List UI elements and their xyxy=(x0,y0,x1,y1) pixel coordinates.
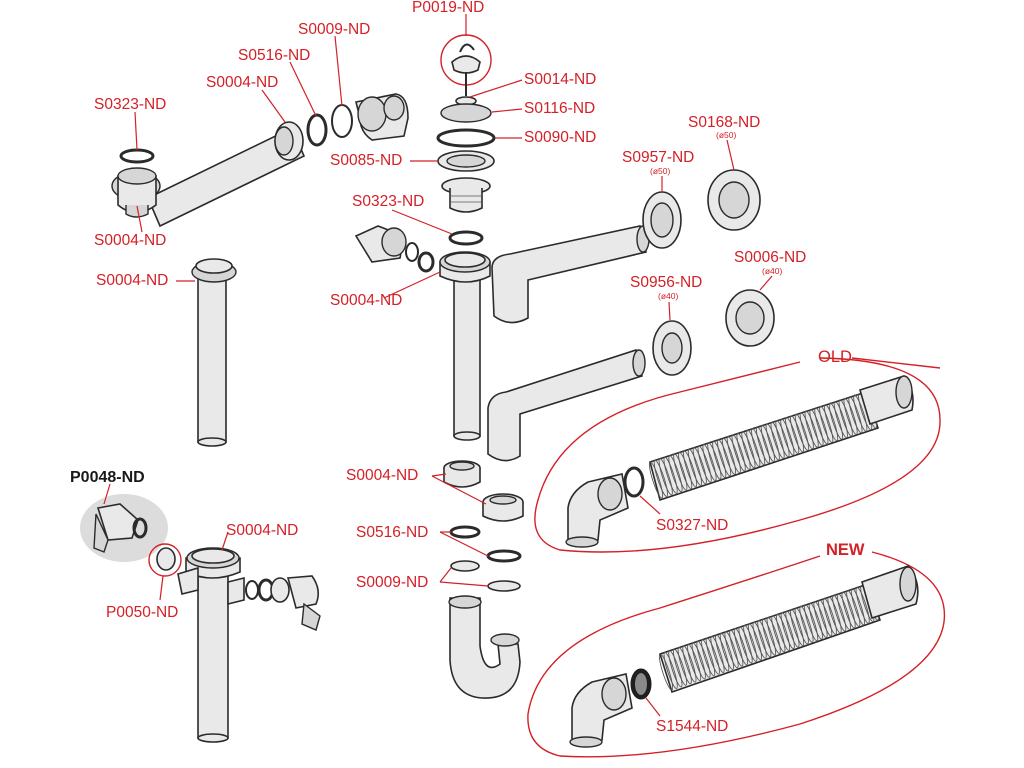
s0085-flange xyxy=(437,150,495,172)
label-s0004-top: S0004-ND xyxy=(206,74,279,91)
group-label-old: OLD xyxy=(818,348,852,366)
new-group-outline xyxy=(527,551,946,758)
s0004-nut-trap-2 xyxy=(482,493,524,522)
center-standpipe xyxy=(439,251,491,441)
label-s0004-bl: S0004-ND xyxy=(226,522,299,539)
overflow-arm-upper xyxy=(491,225,650,324)
label-s0323-left: S0323-ND xyxy=(94,96,167,113)
s0116-grid xyxy=(440,103,492,123)
label-s0168: S0168-ND xyxy=(688,114,761,131)
bottom-left-standpipe xyxy=(177,547,245,743)
old-group-outline xyxy=(534,357,941,553)
label-p0019: P0019-ND xyxy=(412,0,485,16)
s0516-rings-trap xyxy=(449,525,522,563)
old-corrugated-hose xyxy=(648,375,914,502)
new-elbow xyxy=(569,668,652,748)
elbow-top xyxy=(355,93,409,141)
label-p0048: P0048-ND xyxy=(70,469,145,486)
label-s0085: S0085-ND xyxy=(330,152,403,169)
label-s0516-top: S0516-ND xyxy=(238,47,311,64)
p0050-cap xyxy=(148,543,182,577)
label-s0516-trap: S0516-ND xyxy=(356,524,429,541)
strainer-body xyxy=(441,177,491,213)
label-p0050: P0050-ND xyxy=(106,604,179,621)
label-s0004-tube: S0004-ND xyxy=(96,272,169,289)
label-s0004-trap: S0004-ND xyxy=(346,467,419,484)
label-s0004-left: S0004-ND xyxy=(94,232,167,249)
s0323-washer-mid xyxy=(448,230,484,246)
label-s0006-size: (ø40) xyxy=(762,266,783,276)
label-s0004-mid: S0004-ND xyxy=(330,292,403,309)
label-s0957-size: (ø50) xyxy=(650,166,671,176)
s0168-cover xyxy=(707,169,761,231)
label-s0168-size: (ø50) xyxy=(716,130,737,140)
p0019-plug xyxy=(440,34,492,96)
bottom-left-side-connector xyxy=(245,575,321,631)
s0957-rosette xyxy=(642,191,682,249)
left-vertical-tube xyxy=(191,258,237,447)
label-s0009-trap: S0009-ND xyxy=(356,574,429,591)
label-s0006: S0006-ND xyxy=(734,249,807,266)
s0009-rings-trap xyxy=(450,560,521,592)
label-s0956-size: (ø40) xyxy=(658,291,679,301)
s0009-ring-top xyxy=(331,104,353,138)
s0006-cover xyxy=(725,289,775,347)
label-s0090: S0090-ND xyxy=(524,129,597,146)
label-s1544: S1544-ND xyxy=(656,718,729,735)
old-elbow xyxy=(565,466,645,548)
label-s0323-mid: S0323-ND xyxy=(352,193,425,210)
s0004-nut-trap-1 xyxy=(443,460,481,488)
leader-lines xyxy=(103,14,773,717)
s0090-washer xyxy=(436,128,496,148)
s0516-ring-top xyxy=(306,113,328,147)
label-s0956: S0956-ND xyxy=(630,274,703,291)
u-trap xyxy=(448,595,521,699)
s0323-washer-left xyxy=(119,148,155,164)
overflow-arm-lower xyxy=(487,348,646,462)
label-s0327: S0327-ND xyxy=(656,517,729,534)
label-s0014: S0014-ND xyxy=(524,71,597,88)
new-corrugated-hose xyxy=(658,565,919,694)
s0956-rosette xyxy=(652,320,692,376)
label-s0009-top: S0009-ND xyxy=(298,21,371,38)
left-horizontal-pipe xyxy=(111,126,306,228)
label-s0116: S0116-ND xyxy=(524,100,596,117)
group-label-new: NEW xyxy=(826,541,865,559)
p0048-connector xyxy=(93,503,148,553)
label-s0957: S0957-ND xyxy=(622,149,695,166)
s0004-nut-top-left xyxy=(274,121,304,161)
side-connector-mid xyxy=(354,225,435,273)
